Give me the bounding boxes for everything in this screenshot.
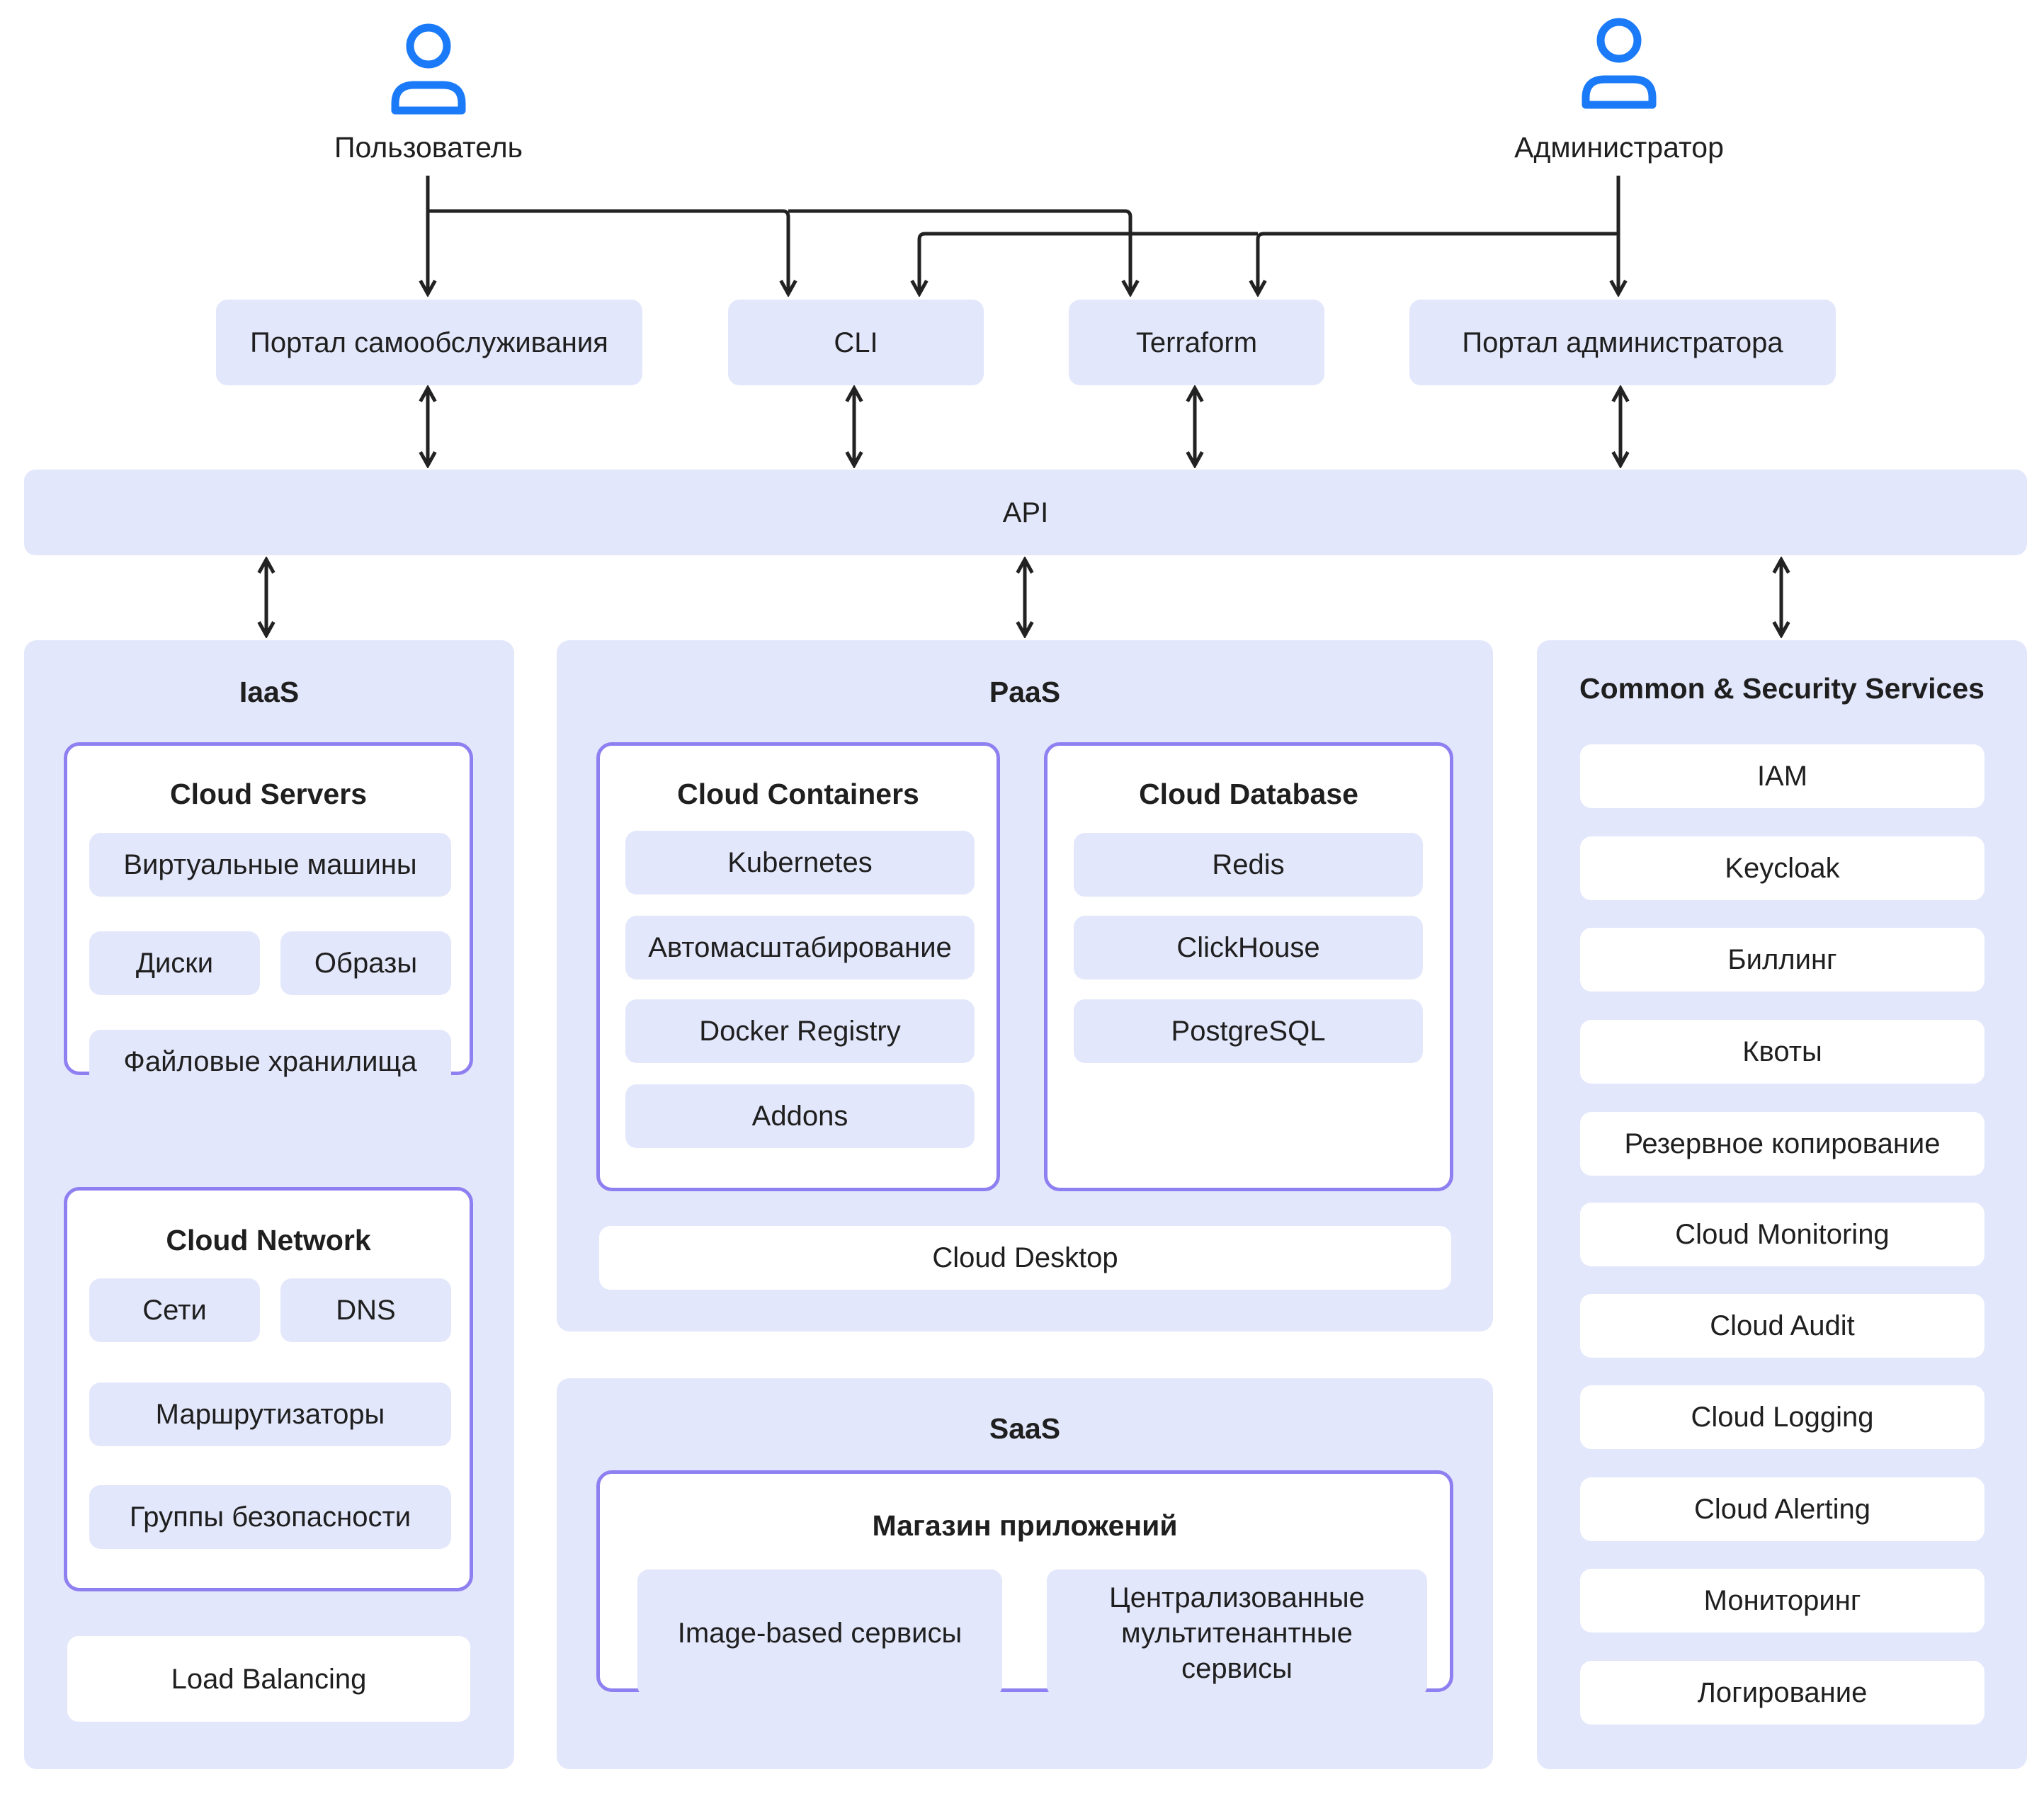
cloud-containers-group: Cloud Containers Kubernetes Автомасштаби…: [596, 742, 1000, 1191]
docker-registry-item[interactable]: Docker Registry: [625, 999, 975, 1063]
billing-item[interactable]: Биллинг: [1580, 928, 1985, 992]
networks-item[interactable]: Сети: [89, 1278, 260, 1342]
load-balancing-item[interactable]: Load Balancing: [67, 1636, 470, 1722]
cloud-servers-group: Cloud Servers Виртуальные машины Диски О…: [64, 742, 473, 1094]
cloud-audit-item[interactable]: Cloud Audit: [1580, 1294, 1985, 1358]
images-item[interactable]: Образы: [280, 931, 451, 995]
cloud-servers-title: Cloud Servers: [170, 778, 367, 810]
cloud-database-group: Cloud Database Redis ClickHouse PostgreS…: [1044, 742, 1453, 1191]
common-security-panel: Common & Security Services IAM Keycloak …: [1537, 640, 2027, 1769]
backup-item[interactable]: Резервное копирование: [1580, 1112, 1985, 1176]
paas-title: PaaS: [989, 676, 1061, 708]
admin-label: Администратор: [1514, 131, 1724, 164]
file-storage-item[interactable]: Файловые хранилища: [89, 1030, 451, 1094]
routers-item[interactable]: Маршрутизаторы: [89, 1382, 451, 1446]
admin-portal-box[interactable]: Портал администратора: [1409, 300, 1836, 385]
security-groups-item[interactable]: Группы безопасности: [89, 1485, 451, 1549]
admin-to-cli-arrow: [919, 232, 1258, 294]
user-icon: [391, 23, 466, 115]
multitenant-services-item[interactable]: Централизованные мультитенантные сервисы: [1047, 1569, 1427, 1697]
user-label: Пользователь: [334, 131, 523, 164]
paas-panel: PaaS Cloud Containers Kubernetes Автомас…: [557, 640, 1493, 1331]
redis-item[interactable]: Redis: [1074, 833, 1423, 897]
admin-actor: Администратор: [1514, 14, 1724, 164]
disks-item[interactable]: Диски: [89, 931, 260, 995]
cloud-network-group: Cloud Network Сети DNS Маршрутизаторы Гр…: [64, 1187, 473, 1591]
app-store-title: Магазин приложений: [872, 1509, 1178, 1542]
cloud-desktop-item[interactable]: Cloud Desktop: [599, 1226, 1451, 1290]
keycloak-item[interactable]: Keycloak: [1580, 836, 1985, 900]
cloud-database-title: Cloud Database: [1139, 778, 1358, 810]
admin-to-terraform-arrow: [1258, 232, 1618, 294]
vms-item[interactable]: Виртуальные машины: [89, 833, 451, 897]
user-to-terraform-arrow: [788, 209, 1130, 294]
user-actor: Пользователь: [334, 14, 523, 164]
kubernetes-item[interactable]: Kubernetes: [625, 831, 975, 895]
iaas-panel: IaaS Cloud Servers Виртуальные машины Ди…: [24, 640, 514, 1769]
dns-item[interactable]: DNS: [280, 1278, 451, 1342]
iam-item[interactable]: IAM: [1580, 744, 1985, 808]
self-service-portal-box[interactable]: Портал самообслуживания: [216, 300, 642, 385]
common-security-title: Common & Security Services: [1579, 672, 1985, 705]
terraform-box[interactable]: Terraform: [1069, 300, 1324, 385]
addons-item[interactable]: Addons: [625, 1084, 975, 1148]
api-bar[interactable]: API: [24, 470, 2027, 555]
logging-item[interactable]: Логирование: [1580, 1661, 1985, 1725]
admin-user-icon: [1582, 18, 1657, 109]
iaas-title: IaaS: [239, 676, 300, 708]
quotas-item[interactable]: Квоты: [1580, 1020, 1985, 1084]
cloud-containers-title: Cloud Containers: [677, 778, 919, 810]
autoscaling-item[interactable]: Автомасштабирование: [625, 916, 975, 979]
image-based-services-item[interactable]: Image-based сервисы: [637, 1569, 1002, 1697]
saas-panel: SaaS Магазин приложений Image-based серв…: [557, 1378, 1493, 1769]
user-to-cli-arrow: [428, 209, 788, 294]
cli-box[interactable]: CLI: [728, 300, 984, 385]
clickhouse-item[interactable]: ClickHouse: [1074, 916, 1423, 979]
cloud-network-title: Cloud Network: [166, 1224, 371, 1256]
cloud-logging-item[interactable]: Cloud Logging: [1580, 1385, 1985, 1449]
postgresql-item[interactable]: PostgreSQL: [1074, 999, 1423, 1063]
saas-title: SaaS: [989, 1412, 1061, 1445]
monitoring-item[interactable]: Мониторинг: [1580, 1569, 1985, 1632]
cloud-monitoring-item[interactable]: Cloud Monitoring: [1580, 1203, 1985, 1266]
app-store-group: Магазин приложений Image-based сервисы Ц…: [596, 1470, 1453, 1697]
cloud-alerting-item[interactable]: Cloud Alerting: [1580, 1477, 1985, 1541]
